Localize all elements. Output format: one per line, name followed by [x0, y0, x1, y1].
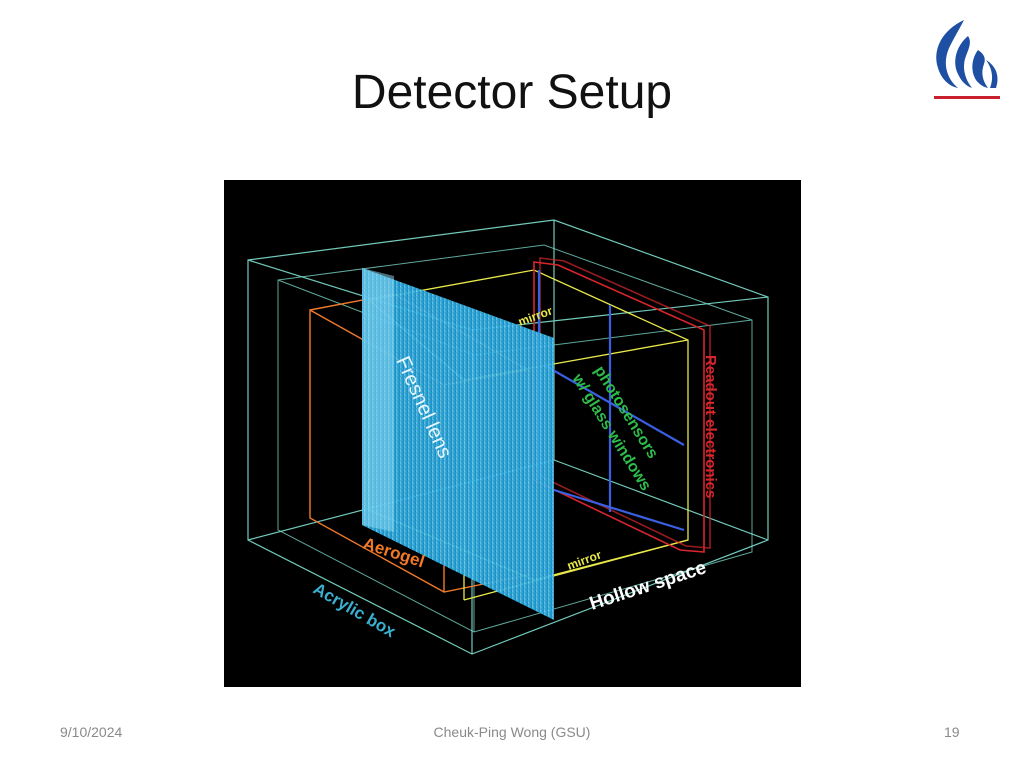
- hollow-space-label: Hollow space: [587, 557, 709, 614]
- mirror-bottom-label: mirror: [565, 547, 603, 572]
- fresnel-lens: [362, 268, 554, 620]
- detector-figure: mirror Fresnel lens photosensors w/ glas…: [224, 180, 801, 687]
- slide-title: Detector Setup: [351, 66, 673, 119]
- mirror-top-label: mirror: [516, 303, 554, 328]
- footer-author: Cheuk-Ping Wong (GSU): [433, 724, 591, 740]
- gsu-flame-icon: [928, 16, 1004, 102]
- readout-electronics-label: Readout electronics: [702, 355, 719, 498]
- footer-page-number: 19: [944, 724, 960, 740]
- footer-date: 9/10/2024: [60, 724, 123, 740]
